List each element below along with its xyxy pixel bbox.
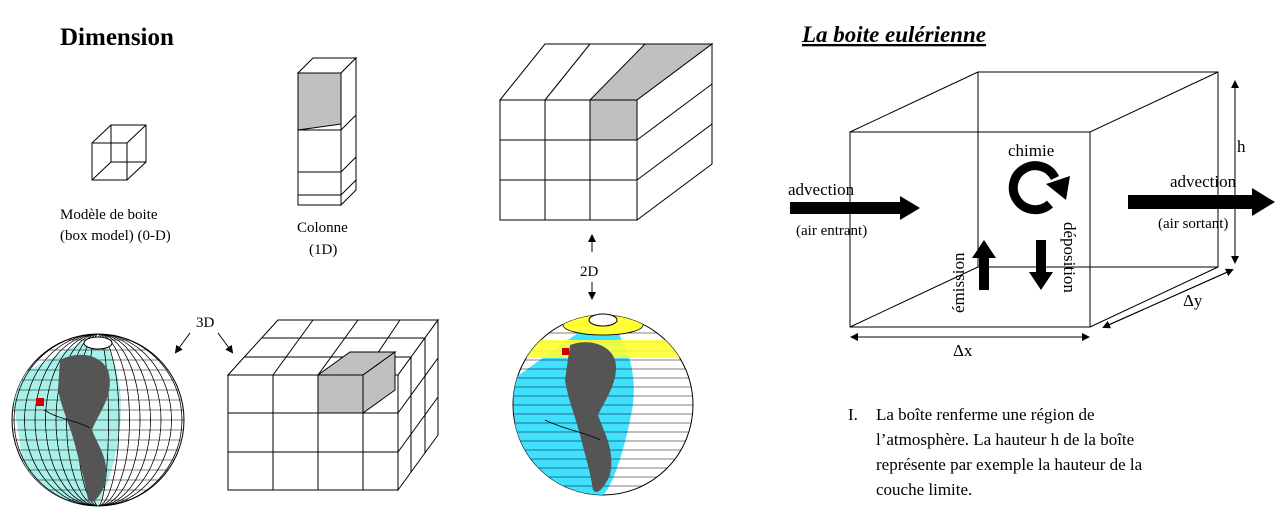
note-bullet: I. xyxy=(848,405,858,424)
box-model-cube xyxy=(91,124,147,181)
box-model-label-line1: Modèle de boite xyxy=(60,207,158,223)
americas-land-2 xyxy=(565,342,617,492)
note-line-1: La boîte renferme une région de xyxy=(876,405,1095,424)
air-out-label: (air sortant) xyxy=(1158,216,1228,232)
chemistry-label: chimie xyxy=(1008,141,1054,160)
advection-out-arrow xyxy=(1128,188,1275,216)
dimension-title: Dimension xyxy=(60,24,174,51)
eulerian-box xyxy=(849,71,1219,328)
note-line-4: couche limite. xyxy=(876,480,972,499)
dy-label: Δy xyxy=(1183,291,1203,310)
emission-arrow xyxy=(972,240,996,290)
label-3d: 3D xyxy=(196,315,215,331)
slab-shaded-cell xyxy=(589,99,638,141)
deposition-arrow xyxy=(1029,240,1053,290)
column-1d xyxy=(296,56,358,207)
advection-out-label: advection xyxy=(1170,172,1237,191)
globe-layer-marker xyxy=(562,348,569,355)
column-label-line2: (1D) xyxy=(309,242,337,258)
dx-label: Δx xyxy=(953,341,973,360)
h-label: h xyxy=(1237,137,1246,156)
emission-label: émission xyxy=(949,252,968,313)
globe-grid-cell-marker xyxy=(36,398,44,406)
label-2d: 2D xyxy=(580,264,599,280)
box-model-label-line2: (box model) (0-D) xyxy=(60,228,171,244)
grid-3d xyxy=(226,318,439,492)
arrow-3d-to-grid xyxy=(217,332,234,354)
arrow-3d-to-globe xyxy=(174,332,191,354)
dy-dimension xyxy=(1102,268,1234,329)
deposition-label: déposition xyxy=(1060,222,1079,293)
americas-land xyxy=(58,354,110,502)
globe-2d-layer xyxy=(512,313,694,496)
air-in-label: (air entrant) xyxy=(796,223,867,239)
chemistry-cycle-icon xyxy=(1008,161,1070,215)
globe-3d-grid xyxy=(11,333,185,507)
grid-shaded-cell xyxy=(317,374,364,414)
slab-2d xyxy=(498,43,714,221)
note-line-2: l’atmosphère. La hauteur h de la boîte xyxy=(876,430,1134,449)
column-label-line1: Colonne xyxy=(297,220,348,236)
advection-in-arrow xyxy=(790,196,920,220)
eulerian-box-title: La boite eulérienne xyxy=(801,22,986,47)
note-line-3: représente par exemple la hauteur de la xyxy=(876,455,1143,474)
advection-in-label: advection xyxy=(788,180,855,199)
